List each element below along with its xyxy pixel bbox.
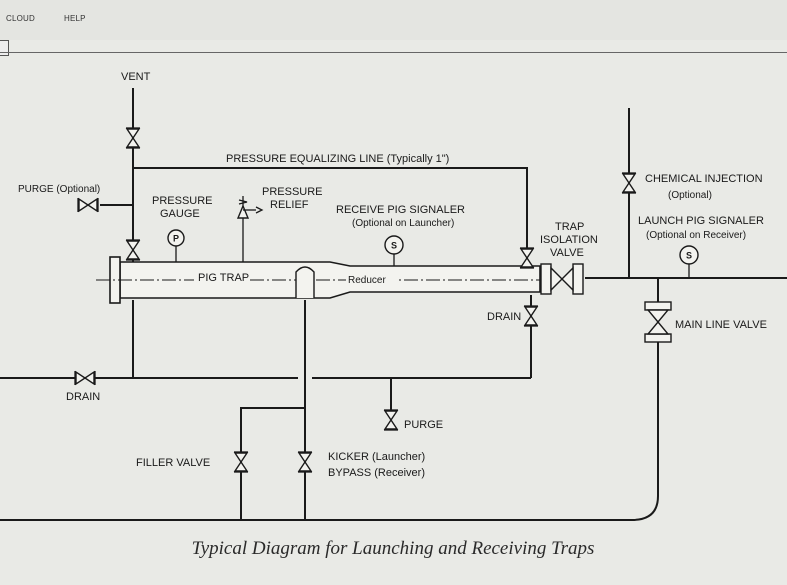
label-chemical-injection-2: (Optional) bbox=[668, 190, 712, 201]
label-pressure-relief-2: RELIEF bbox=[270, 199, 309, 211]
label-main-line-valve: MAIN LINE VALVE bbox=[675, 319, 767, 331]
filler-line bbox=[240, 407, 305, 520]
label-pig-trap: PIG TRAP bbox=[198, 272, 249, 284]
labels: VENT PRESSURE EQUALIZING LINE (Typically… bbox=[18, 71, 767, 479]
kicker-valve bbox=[297, 451, 313, 473]
purge-valve bbox=[383, 409, 399, 431]
filler-valve bbox=[233, 451, 249, 473]
label-pressure-gauge-1: PRESSURE bbox=[152, 195, 213, 207]
pig-trap-label-bg bbox=[194, 270, 248, 284]
main-line-valve bbox=[644, 301, 672, 343]
label-vent: VENT bbox=[121, 71, 151, 83]
menu-bar: CLOUD HELP bbox=[0, 0, 787, 40]
receive-signaler-symbol: S bbox=[391, 241, 397, 251]
pig-trap bbox=[96, 256, 541, 304]
label-trap-isolation-1: TRAP bbox=[555, 221, 584, 233]
kicker-nozzle bbox=[295, 266, 315, 298]
label-kicker-1: KICKER (Launcher) bbox=[328, 451, 425, 463]
pressure-relief-valve bbox=[236, 196, 264, 219]
label-drain-upper: DRAIN bbox=[487, 311, 521, 323]
launch-signaler-icon bbox=[679, 245, 699, 265]
main-bypass-line bbox=[0, 278, 659, 521]
label-kicker-2: BYPASS (Receiver) bbox=[328, 467, 425, 479]
valves bbox=[74, 127, 672, 473]
toolbar-button-stub[interactable] bbox=[0, 40, 9, 56]
label-pressure-gauge-2: GAUGE bbox=[160, 208, 200, 220]
label-purge: PURGE bbox=[404, 419, 443, 431]
diagram-caption: Typical Diagram for Launching and Receiv… bbox=[192, 538, 595, 559]
vent-lower-valve bbox=[125, 239, 141, 261]
purge-optional-valve bbox=[77, 197, 99, 213]
chemical-injection-valve bbox=[621, 172, 637, 194]
menu-divider bbox=[0, 52, 787, 53]
lower-drain-valve bbox=[74, 370, 96, 386]
menu-item-help[interactable]: HELP bbox=[64, 14, 86, 23]
reducer-label-bg bbox=[346, 272, 396, 285]
drain-valve bbox=[523, 305, 539, 327]
label-pressure-equalizing-line: PRESSURE EQUALIZING LINE (Typically 1") bbox=[226, 153, 449, 165]
equalizing-valve bbox=[519, 247, 535, 269]
label-launch-pig-signaler-2: (Optional on Receiver) bbox=[646, 230, 746, 241]
launch-signaler-symbol: S bbox=[686, 251, 692, 261]
label-filler-valve: FILLER VALVE bbox=[136, 457, 210, 469]
menu-item-cloud[interactable]: CLOUD bbox=[6, 14, 36, 23]
instruments: P S S bbox=[167, 229, 699, 265]
label-reducer: Reducer bbox=[348, 275, 386, 286]
label-receive-pig-signaler-2: (Optional on Launcher) bbox=[352, 218, 454, 229]
label-trap-isolation-2: ISOLATION bbox=[540, 234, 598, 246]
label-trap-isolation-3: VALVE bbox=[550, 247, 584, 259]
label-launch-pig-signaler-1: LAUNCH PIG SIGNALER bbox=[638, 215, 764, 227]
trap-isolation-valve bbox=[540, 263, 584, 295]
label-drain-lower: DRAIN bbox=[66, 391, 100, 403]
label-pressure-relief-1: PRESSURE bbox=[262, 186, 323, 198]
pressure-gauge-symbol: P bbox=[173, 234, 179, 244]
receive-signaler-icon bbox=[384, 235, 404, 255]
vent-valve bbox=[125, 127, 141, 149]
label-purge-optional: PURGE (Optional) bbox=[18, 184, 100, 195]
pressure-gauge-icon bbox=[167, 229, 185, 247]
label-receive-pig-signaler-1: RECEIVE PIG SIGNALER bbox=[336, 204, 465, 216]
pressure-equalizing-line bbox=[133, 167, 528, 262]
label-chemical-injection-1: CHEMICAL INJECTION bbox=[645, 173, 763, 185]
